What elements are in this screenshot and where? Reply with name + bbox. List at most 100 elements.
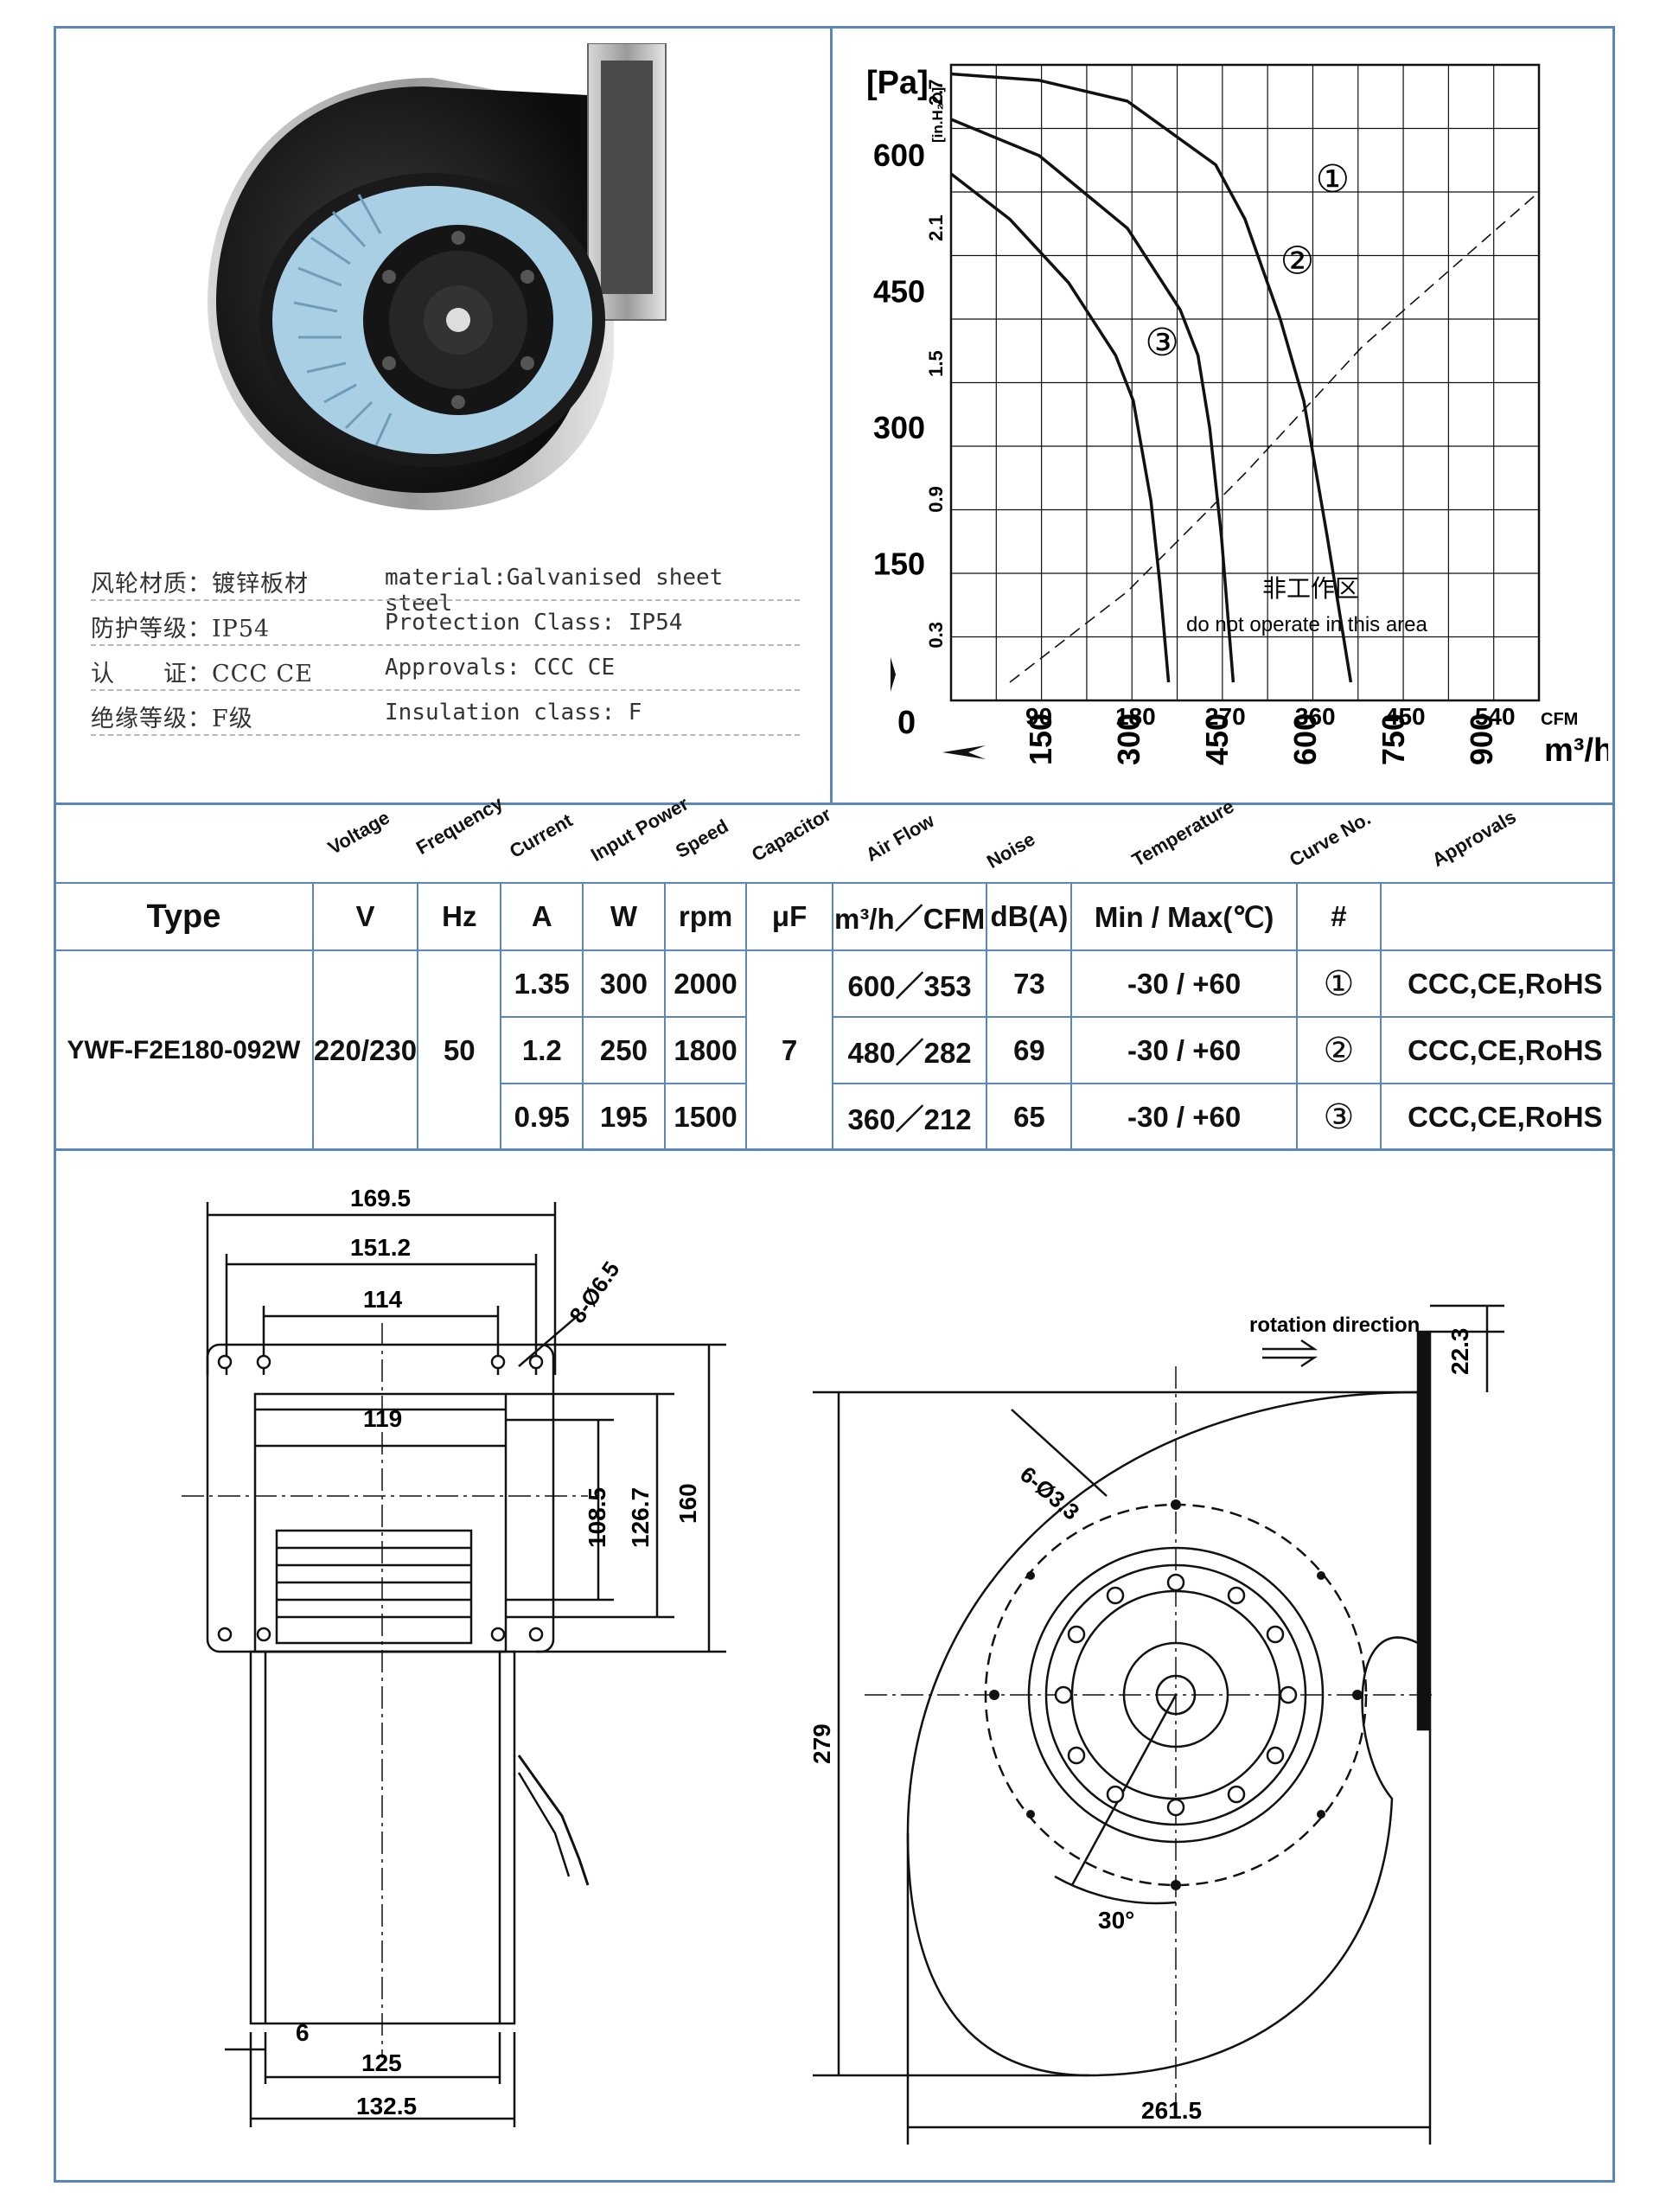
noise-cell: 69 [986, 1016, 1073, 1084]
temperature-cell: -30 / +60 [1070, 949, 1298, 1018]
dim-160: 160 [674, 1483, 701, 1524]
spec-en: Protection Class: IP54 [385, 610, 683, 636]
x-unit-m3h: m³/h [1544, 732, 1608, 769]
curve-cell: ① [1295, 949, 1382, 1018]
front-view-drawing: 169.5 151.2 114 8-Ø6.5 119 108.5 126.7 1… [182, 1185, 726, 2127]
capacitor-cell: 7 [745, 949, 833, 1151]
x-unit-cfm: CFM [1541, 710, 1578, 729]
x-tick-cfm: 270 [1205, 703, 1246, 730]
x-tick-m3h: 450 [1199, 713, 1235, 765]
x-tick-m3h: 300 [1111, 713, 1146, 765]
dim-108-5: 108.5 [584, 1487, 610, 1548]
unit-voltage: V [311, 882, 419, 951]
spec-en: material:Galvanised sheet steel [385, 565, 724, 617]
spec-en: Approvals: CCC CE [385, 655, 616, 681]
speed-cell: 2000 [663, 949, 748, 1018]
x-tick-m3h: 750 [1376, 713, 1411, 765]
speed-cell: 1800 [663, 1016, 748, 1084]
x-tick-m3h: 600 [1287, 713, 1323, 765]
power-cell: 300 [582, 949, 666, 1018]
series-curve [950, 72, 1353, 683]
spec-row-protection: 防护等级：IP54 Protection Class: IP54 [91, 601, 800, 646]
y-axis-pa-label: [Pa] [866, 65, 929, 101]
y-tick-inh2o: 0.9 [925, 486, 947, 513]
y-tick-pa: 300 [873, 410, 925, 445]
table-row: 0.95 195 1500 360／212 65 -30 / +60 ③ CCC… [54, 1083, 1615, 1151]
speed-cell: 1500 [663, 1083, 748, 1151]
y-tick-pa: 150 [873, 547, 925, 582]
temperature-cell: -30 / +60 [1070, 1083, 1298, 1151]
dim-6: 6 [296, 2019, 310, 2046]
operating-boundary-line [1009, 191, 1540, 683]
y-axis-arrow [891, 657, 901, 692]
unit-temperature: Min / Max(℃) [1070, 882, 1298, 951]
unit-noise: dB(A) [986, 882, 1073, 951]
table-row: YWF-F2E180-092W 220/230 50 1.35 300 2000… [54, 949, 1615, 1151]
unit-current: A [500, 882, 584, 951]
airflow-cell: 360／212 [831, 1083, 988, 1151]
current-cell: 1.35 [500, 949, 584, 1018]
dim-261-5: 261.5 [1141, 2097, 1202, 2124]
product-photo [208, 43, 667, 510]
spec-cn: 风轮材质：镀锌板材 [91, 571, 309, 598]
series-curve [949, 172, 1171, 683]
spec-cn: 认 证：CCC CE [91, 661, 313, 687]
spec-row-approvals: 认 证：CCC CE Approvals: CCC CE [91, 646, 800, 691]
dim-30-deg: 30° [1098, 1907, 1134, 1934]
y-tick-pa: 600 [873, 137, 925, 173]
series-label: ① [1316, 158, 1350, 201]
dim-holes-6: 6-Ø3.3 [1015, 1461, 1084, 1525]
top-vertical-divider [830, 26, 833, 802]
x-tick-cfm: 360 [1295, 703, 1336, 730]
spec-row-material: 风轮材质：镀锌板材 material:Galvanised sheet stee… [91, 556, 800, 617]
side-view-drawing: rotation direction 22.3 6-Ø3.3 279 30° 2… [808, 1304, 1504, 2145]
spec-cn: 防护等级：IP54 [91, 616, 271, 643]
chart-annotation-cn: 非工作区 [1262, 575, 1359, 602]
x-tick-cfm: 180 [1115, 703, 1156, 730]
series-curve [950, 118, 1235, 683]
approvals-cell: CCC,CE,RoHS [1380, 1083, 1615, 1151]
dim-169-5: 169.5 [350, 1185, 411, 1211]
model-cell: YWF-F2E180-092W [54, 949, 314, 1151]
airflow-cell: 480／282 [831, 1016, 988, 1084]
spec-row-insulation: 绝缘等级：F级 Insulation class: F [91, 691, 800, 736]
unit-curve: # [1295, 882, 1382, 951]
unit-airflow: m³/h／CFM [831, 882, 988, 951]
approvals-cell: CCC,CE,RoHS [1380, 949, 1615, 1018]
top-section-divider [54, 802, 1615, 805]
spec-cn: 绝缘等级：F级 [91, 706, 253, 732]
temperature-cell: -30 / +60 [1070, 1016, 1298, 1084]
unit-power: W [582, 882, 666, 951]
dim-125: 125 [361, 2049, 402, 2076]
dim-22-3: 22.3 [1446, 1328, 1473, 1376]
units-row: Type V Hz A W rpm μF m³/h／CFM dB(A) Min … [54, 882, 1615, 951]
unit-capacitor: μF [745, 882, 833, 951]
dim-279: 279 [808, 1723, 835, 1764]
unit-frequency: Hz [417, 882, 502, 951]
origin-label: 0 [897, 705, 916, 741]
y-tick-pa: 450 [873, 274, 925, 310]
y-axis-inh2o-label: [in.H₂O] [929, 87, 946, 143]
dim-holes-8: 8-Ø6.5 [564, 1256, 624, 1327]
airflow-cell: 600／353 [831, 949, 988, 1018]
y-tick-inh2o: 1.5 [925, 350, 947, 377]
noise-cell: 73 [986, 949, 1073, 1018]
power-cell: 250 [582, 1016, 666, 1084]
chart-annotation-en: do not operate in this area [1186, 613, 1428, 636]
x-tick-cfm: 540 [1475, 703, 1516, 730]
x-tick-cfm: 450 [1385, 703, 1426, 730]
y-tick-inh2o: 2.7 [925, 79, 947, 105]
x-tick-m3h: 900 [1464, 713, 1499, 765]
curve-cell: ③ [1295, 1083, 1382, 1151]
dim-119: 119 [363, 1405, 402, 1432]
unit-speed: rpm [663, 882, 748, 951]
dim-114: 114 [363, 1286, 403, 1313]
dim-126-7: 126.7 [627, 1487, 654, 1548]
voltage-cell: 220/230 [311, 949, 419, 1151]
dim-132-5: 132.5 [356, 2093, 417, 2119]
series-label: ③ [1145, 322, 1178, 364]
current-cell: 1.2 [500, 1016, 584, 1084]
x-axis-arrow [942, 745, 986, 759]
x-tick-cfm: 90 [1025, 703, 1052, 730]
